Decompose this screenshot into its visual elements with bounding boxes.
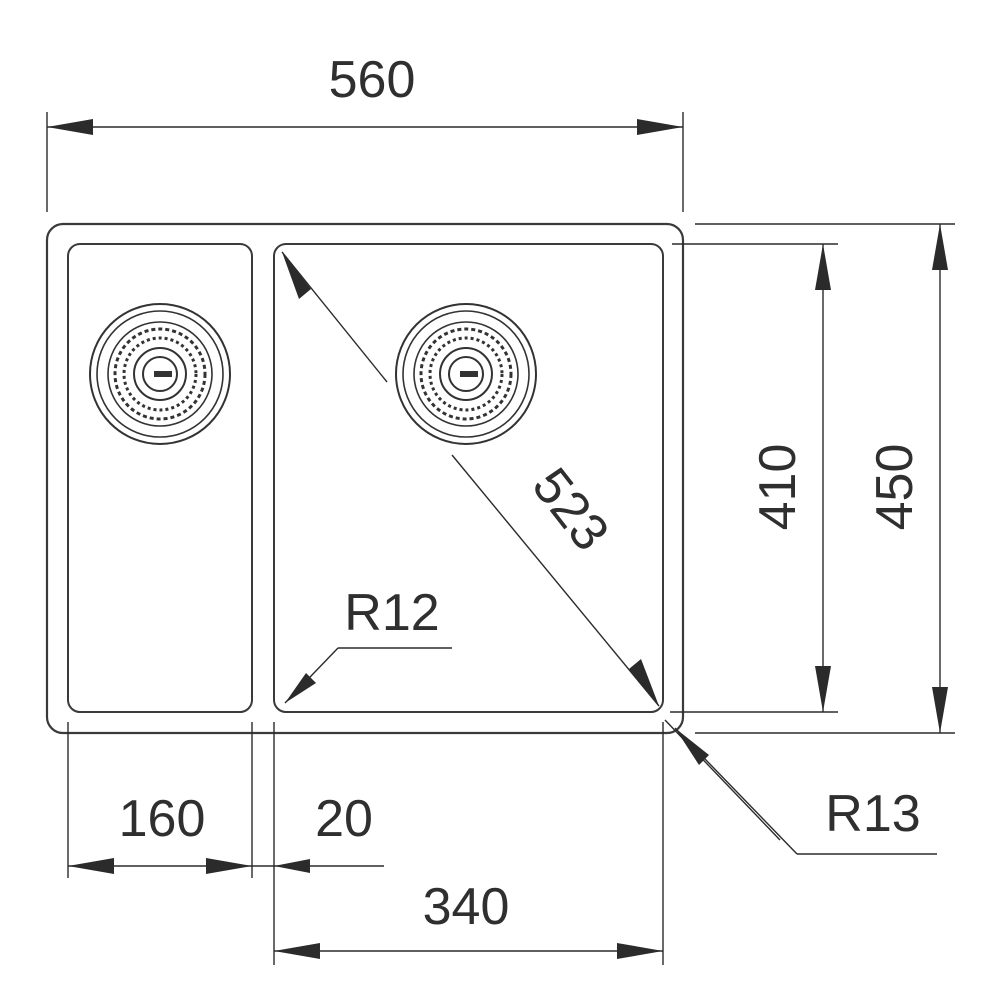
radius-label-r13: R13 bbox=[825, 785, 920, 843]
radius-callout-r13: R13 bbox=[664, 719, 937, 855]
right-strainer-icon bbox=[395, 303, 537, 445]
radius-label-r12: R12 bbox=[344, 584, 439, 642]
dimension-label-410: 410 bbox=[749, 444, 807, 531]
radius-callout-r12: R12 bbox=[284, 584, 452, 704]
dimension-overall-width: 560 bbox=[46, 51, 684, 212]
dimension-divider-width: 20 bbox=[252, 722, 384, 965]
dimension-label-450: 450 bbox=[866, 444, 924, 531]
dimension-label-340: 340 bbox=[423, 878, 510, 936]
large-bowl bbox=[273, 243, 664, 713]
left-strainer-icon bbox=[89, 303, 231, 445]
dimension-small-bowl-width: 160 bbox=[67, 722, 253, 878]
dimension-bowl-depth: 410 bbox=[670, 243, 838, 713]
dimension-label-20: 20 bbox=[315, 790, 373, 848]
dimension-label-160: 160 bbox=[119, 790, 206, 848]
dimension-label-560: 560 bbox=[329, 51, 416, 109]
dimension-large-bowl-width: 340 bbox=[274, 722, 664, 965]
dimension-overall-depth: 450 bbox=[695, 223, 955, 734]
